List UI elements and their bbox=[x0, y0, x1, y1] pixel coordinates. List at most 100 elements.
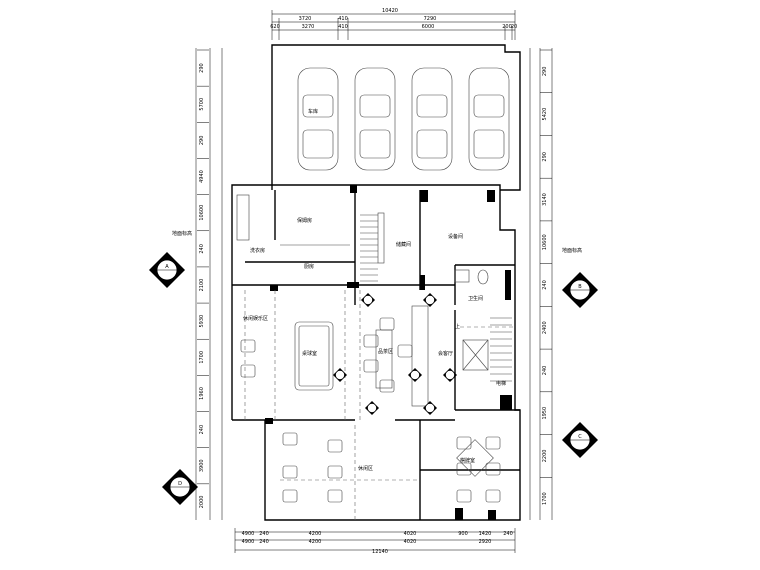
dim-bot-2e: 2920 bbox=[479, 539, 492, 545]
dimension-label: 10600 bbox=[542, 234, 548, 250]
tv-cabinet bbox=[411, 305, 429, 407]
svg-text:A: A bbox=[165, 264, 169, 270]
dashed-lines bbox=[244, 290, 515, 520]
chair bbox=[282, 465, 298, 479]
chair bbox=[363, 359, 379, 373]
dimension-label: 240 bbox=[542, 280, 548, 290]
dim-bot-1a: 4900 bbox=[242, 531, 255, 537]
room-label: 洗衣房 bbox=[250, 247, 265, 254]
chair bbox=[485, 436, 501, 450]
room-label: 卫生间 bbox=[468, 295, 483, 302]
dim-bot-2d: 4020 bbox=[404, 539, 417, 545]
side-dimensions: 290 5700 290 4940 10600 240 2100 5930 1700 1960 24… bbox=[195, 48, 553, 520]
dimension-label: 290 bbox=[542, 152, 548, 162]
chair bbox=[456, 489, 472, 503]
index-callouts: A B C D bbox=[149, 252, 598, 505]
chair bbox=[397, 344, 413, 358]
dimension-label: 290 bbox=[199, 136, 205, 146]
svg-text:C: C bbox=[578, 434, 582, 440]
dimension-label: 1700 bbox=[199, 351, 205, 364]
chair bbox=[282, 432, 298, 446]
dimension-label: 10600 bbox=[199, 205, 205, 221]
dimension-label: 290 bbox=[542, 67, 548, 77]
dimension-label: 2400 bbox=[542, 321, 548, 334]
view-marker bbox=[443, 368, 457, 382]
furniture bbox=[236, 194, 501, 503]
view-marker bbox=[408, 368, 422, 382]
top-dimensions: 10420 3720 410 7290 620 3270 410 6000 20… bbox=[270, 8, 517, 40]
dimension-label: 290 bbox=[199, 63, 205, 73]
dimension-label: 1960 bbox=[199, 387, 205, 400]
dim-bot-2b: 240 bbox=[259, 539, 269, 545]
view-marker bbox=[423, 401, 437, 415]
chair bbox=[240, 339, 256, 353]
room-label-garage: 车库 bbox=[308, 108, 318, 115]
note-left: 地面标高 bbox=[172, 230, 192, 237]
dimension-label: 5700 bbox=[199, 98, 205, 111]
dim-bot-1g: 240 bbox=[503, 531, 513, 537]
dim-bot-2c: 4200 bbox=[309, 539, 322, 545]
room-label: 厨房 bbox=[304, 263, 314, 270]
dim-top-total: 10420 bbox=[382, 8, 398, 14]
dimension-label: 240 bbox=[199, 244, 205, 254]
dim-top-2d: 6000 bbox=[422, 24, 435, 30]
dim-top-2c: 410 bbox=[338, 24, 348, 30]
index-callout: B bbox=[562, 272, 598, 308]
index-callout: A bbox=[149, 252, 185, 288]
dim-bot-1b: 240 bbox=[259, 531, 269, 537]
dim-top-2f: 20 bbox=[511, 24, 517, 30]
room-label: 休闲娱乐区 bbox=[243, 315, 268, 322]
dimension-label: 3140 bbox=[542, 193, 548, 206]
dim-top-1a: 3720 bbox=[299, 16, 312, 22]
chair bbox=[363, 334, 379, 348]
chair bbox=[456, 462, 472, 476]
stairs bbox=[360, 212, 512, 382]
car bbox=[411, 67, 453, 171]
view-marker bbox=[365, 401, 379, 415]
dim-top-2b: 3270 bbox=[302, 24, 315, 30]
room-label: 储藏间 bbox=[396, 241, 411, 248]
car bbox=[468, 67, 510, 171]
view-marker bbox=[361, 293, 375, 307]
room-label: 电梯 bbox=[496, 380, 506, 387]
chair bbox=[379, 379, 395, 393]
room-label: 设备间 bbox=[448, 233, 463, 240]
elevator bbox=[462, 339, 489, 371]
room-label: 会客厅 bbox=[438, 350, 453, 357]
dim-bot-1d: 4020 bbox=[404, 531, 417, 537]
tea-table bbox=[375, 329, 393, 389]
dim-top-2e: 200 bbox=[502, 24, 512, 30]
dimension-label: 240 bbox=[542, 366, 548, 376]
view-marker bbox=[333, 368, 347, 382]
car bbox=[354, 67, 396, 171]
index-callout: D bbox=[162, 469, 198, 505]
dimension-label: 5930 bbox=[199, 315, 205, 328]
dim-bot-2a: 4900 bbox=[242, 539, 255, 545]
dim-bot-1e: 900 bbox=[458, 531, 468, 537]
chair bbox=[485, 462, 501, 476]
dimension-label: 3900 bbox=[199, 459, 205, 472]
bottom-dimensions: 4900 240 4200 4020 900 1420 240 4900 240… bbox=[234, 528, 516, 555]
stair-up-label: 上 bbox=[455, 323, 460, 330]
dimension-label: 1950 bbox=[542, 407, 548, 420]
dim-top-2a: 620 bbox=[270, 24, 280, 30]
dimension-label: 1700 bbox=[542, 492, 548, 505]
dim-bot-1c: 4200 bbox=[309, 531, 322, 537]
room-label: 休闲区 bbox=[358, 465, 373, 472]
dim-bot-total: 12140 bbox=[372, 549, 388, 555]
dimension-label: 2100 bbox=[199, 279, 205, 292]
dimension-label: 2200 bbox=[542, 450, 548, 463]
index-callout: C bbox=[562, 422, 598, 458]
chair bbox=[327, 489, 343, 503]
car bbox=[297, 67, 339, 171]
dim-bot-1f: 1420 bbox=[479, 531, 492, 537]
view-marker bbox=[423, 293, 437, 307]
room-label: 保姆房 bbox=[297, 217, 312, 224]
chair bbox=[456, 436, 472, 450]
dimension-label: 4940 bbox=[199, 170, 205, 183]
note-right: 地面标高 bbox=[562, 247, 582, 254]
dim-top-1c: 7290 bbox=[424, 16, 437, 22]
garage: 车库 bbox=[271, 44, 521, 191]
chair bbox=[327, 465, 343, 479]
dimension-label: 5420 bbox=[542, 108, 548, 121]
